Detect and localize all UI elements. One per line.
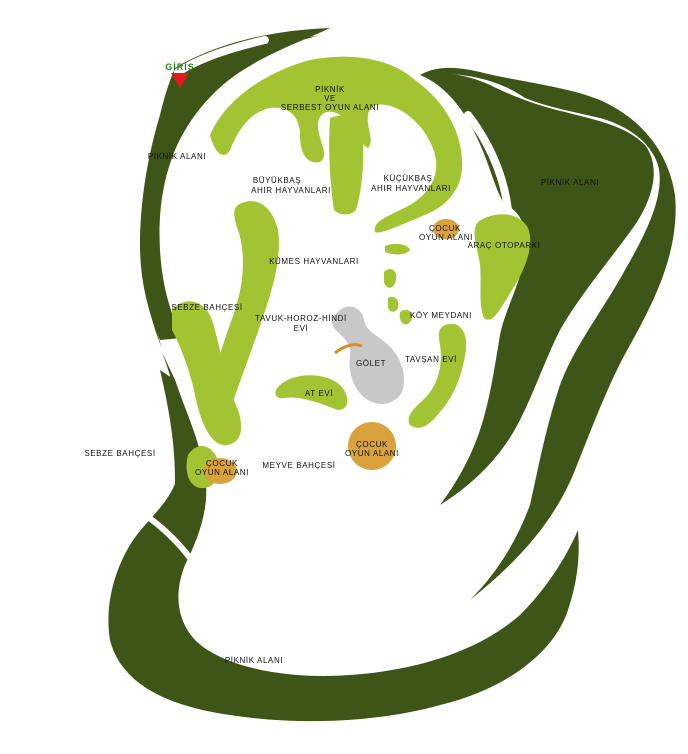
label-sebze-outer: SEBZE BAHÇESİ	[84, 449, 155, 458]
playground-top-right	[433, 219, 459, 239]
label-cocuk-center-1: ÇOCUK	[356, 440, 388, 449]
entry-marker: GİRİŞ	[165, 62, 195, 88]
label-kumes: KÜMES HAYVANLARI	[269, 257, 359, 266]
label-meyve: MEYVE BAHÇESİ	[262, 461, 335, 470]
picnic-area-right	[420, 67, 676, 601]
entry-triangle-icon	[171, 73, 189, 88]
label-at-evi: AT EVİ	[305, 389, 333, 398]
blob-4	[399, 309, 413, 325]
path-right-ring	[464, 111, 512, 214]
area-labels: PİKNİK VE SERBEST OYUN ALANI PİKNİK ALAN…	[84, 85, 599, 665]
path-bottom-ring	[191, 556, 544, 654]
label-buyukbas-1: BÜYÜKBAŞ	[253, 176, 301, 185]
free-play-area	[210, 56, 463, 233]
label-kucukbas-1: KÜÇÜKBAŞ	[384, 174, 433, 183]
blob-3	[388, 296, 399, 312]
free-play-center-strip	[329, 115, 364, 215]
label-cocuk-left-1: ÇOCUK	[206, 459, 238, 468]
light-green-areas	[172, 56, 531, 489]
label-cocuk-top-2: OYUN ALANI	[419, 233, 473, 242]
path-outer-ring	[174, 36, 269, 76]
sebze-inner-strip	[172, 301, 242, 445]
label-kucukbas-2: AHIR HAYVANLARI	[371, 184, 451, 193]
label-piknik-right: PİKNİK ALANI	[541, 178, 599, 187]
blob-1	[385, 243, 410, 255]
pond-water	[331, 306, 405, 404]
label-cocuk-center-2: OYUN ALANI	[345, 449, 399, 458]
tavsan-strip	[408, 323, 467, 428]
pond	[331, 306, 405, 404]
label-cocuk-top-1: ÇOCUK	[429, 224, 461, 233]
label-tavsan: TAVŞAN EVİ	[405, 355, 457, 364]
label-tavuk-1: TAVUK-HOROZ-HİNDİ	[255, 314, 347, 323]
label-golet: GÖLET	[356, 359, 386, 368]
label-piknik-serbest-2: VE	[324, 94, 336, 103]
label-koy-meydani: KÖY MEYDANI	[410, 311, 472, 320]
label-cocuk-left-2: OYUN ALANI	[195, 468, 249, 477]
label-tavuk-2: EVİ	[294, 324, 309, 333]
label-piknik-serbest-1: PİKNİK	[315, 85, 345, 94]
playground-left	[203, 458, 237, 484]
label-sebze-inner: SEBZE BAHÇESİ	[171, 303, 242, 312]
label-piknik-left-top: PİKNİK ALANI	[148, 152, 206, 161]
picnic-area-right-inner	[420, 73, 654, 505]
path-bottom-left	[127, 502, 198, 568]
playgrounds	[203, 219, 459, 484]
dark-green-areas	[108, 28, 676, 722]
label-buyukbas-2: AHIR HAYVANLARI	[251, 186, 331, 195]
pathways	[127, 36, 544, 654]
picnic-area-left-upper	[140, 28, 330, 340]
blob-2	[384, 269, 397, 288]
entry-label: GİRİŞ	[165, 62, 195, 72]
label-arac-otoparki: ARAÇ OTOPARKI	[468, 241, 541, 250]
at-evi-strip	[275, 375, 348, 410]
arac-otoparki-strip	[474, 214, 531, 320]
label-piknik-bottom: PİKNİK ALANI	[225, 656, 283, 665]
pond-bridge	[334, 343, 363, 355]
label-piknik-serbest-3: SERBEST OYUN ALANI	[281, 103, 379, 112]
kumes-strip	[213, 201, 279, 415]
playground-center	[348, 422, 396, 470]
